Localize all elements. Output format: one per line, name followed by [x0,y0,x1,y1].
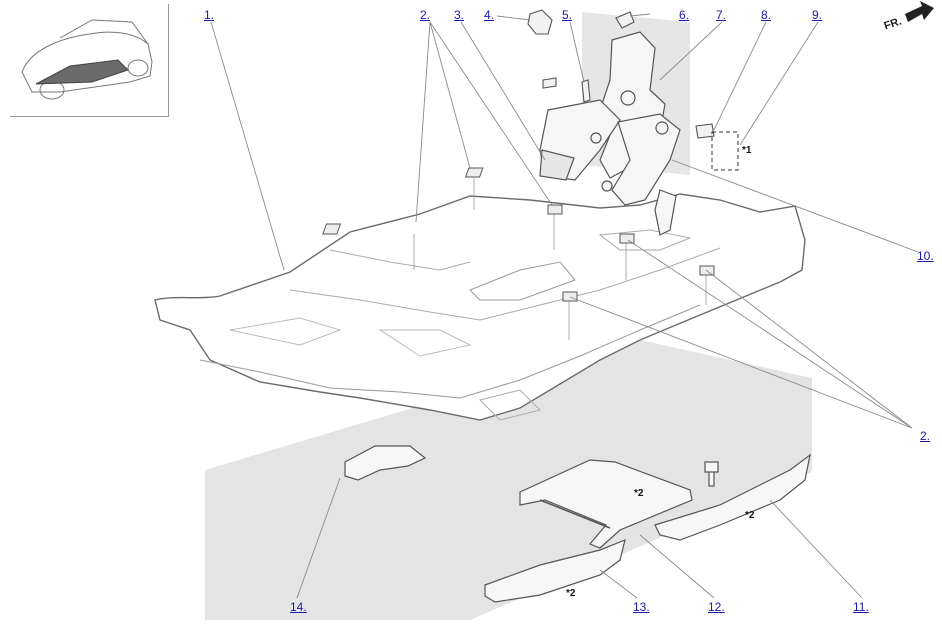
pad-14-shape [344,445,427,481]
vehicle-inset-frame [10,4,169,117]
leader-lines [210,13,919,599]
front-direction-arrow-icon [905,1,934,22]
callout-2-top[interactable]: 2. [420,8,431,22]
rail-11-shape [654,453,811,541]
lower-parts-drawing [344,445,811,603]
callout-8[interactable]: 8. [761,8,772,22]
callout-2-right[interactable]: 2. [920,429,931,443]
note-2-rail: *2 [745,510,755,521]
note-2-left-rail: *2 [566,588,576,599]
callout-5[interactable]: 5. [562,8,573,22]
callout-9[interactable]: 9. [812,8,823,22]
callout-13[interactable]: 13. [633,600,650,614]
callout-3[interactable]: 3. [454,8,465,22]
callout-7[interactable]: 7. [716,8,727,22]
note-1: *1 [742,145,752,156]
callout-6[interactable]: 6. [679,8,690,22]
callout-10[interactable]: 10. [917,249,934,263]
note-2-frame: *2 [634,488,644,499]
clip-drop-lines [413,178,707,340]
vehicle-inset-drawing [21,19,153,100]
floor-shadow-area [205,340,812,620]
bolt-shape [704,461,719,487]
pedal-cluster-drawing [539,31,681,236]
callout-11[interactable]: 11. [853,600,869,614]
callout-4[interactable]: 4. [484,8,495,22]
bracket-outline-note1 [711,131,739,171]
small-parts-drawing [527,9,715,139]
floor-carpet-drawing [154,193,806,421]
callout-12[interactable]: 12. [708,600,725,614]
callout-14[interactable]: 14. [290,600,307,614]
callout-1[interactable]: 1. [204,8,215,22]
rail-13-shape [484,539,626,603]
